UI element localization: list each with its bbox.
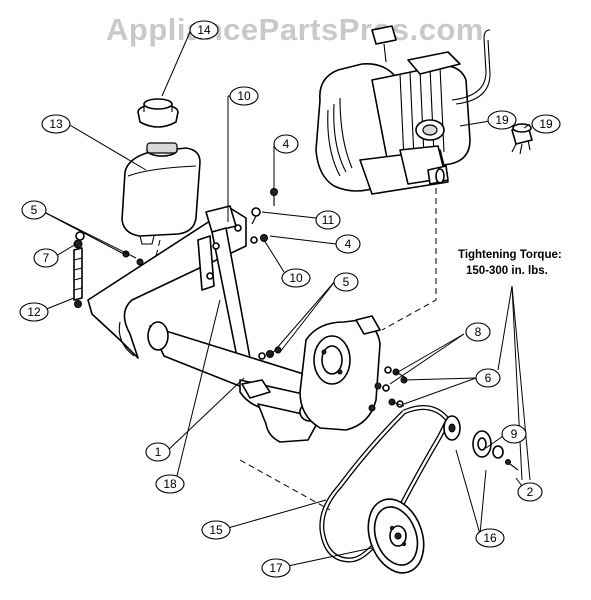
svg-text:12: 12: [27, 305, 41, 319]
callout-18: 18: [155, 474, 185, 494]
svg-text:4: 4: [283, 137, 290, 151]
torque-note: Tightening Torque: 150-300 in. lbs.: [458, 249, 562, 277]
callout-4-upper: 4: [273, 134, 299, 154]
callout-8: 8: [465, 322, 491, 342]
callout-19-engine: 19: [487, 110, 517, 130]
pulley-mount-plate: [299, 315, 381, 431]
svg-text:2: 2: [527, 485, 534, 499]
svg-text:4: 4: [345, 237, 352, 251]
leader-lines: [39, 31, 531, 567]
svg-text:5: 5: [31, 203, 38, 217]
callout-5-left: 5: [21, 200, 47, 220]
fuel-tank: [121, 142, 201, 245]
svg-text:13: 13: [49, 117, 63, 131]
hardware-bolts: [73, 188, 408, 412]
callout-16: 16: [475, 528, 505, 548]
support-rod: [73, 247, 83, 308]
callout-1: 1: [145, 442, 171, 462]
svg-text:10: 10: [237, 89, 251, 103]
torque-note-line2: 150-300 in. lbs.: [466, 265, 548, 277]
watermark-text: AppliancePartsPros.com: [106, 12, 484, 47]
svg-text:5: 5: [343, 275, 350, 289]
callout-12: 12: [19, 302, 49, 322]
svg-text:10: 10: [289, 271, 303, 285]
drive-belt: [319, 405, 451, 563]
svg-text:1: 1: [155, 445, 162, 459]
svg-text:14: 14: [197, 23, 211, 37]
driven-pulley: [367, 498, 425, 574]
svg-text:18: 18: [163, 477, 177, 491]
callout-14: 14: [189, 20, 219, 40]
svg-text:11: 11: [322, 213, 335, 227]
callout-6: 6: [475, 368, 501, 388]
primer-bulb: [511, 123, 533, 155]
engine: [315, 25, 491, 195]
svg-text:15: 15: [209, 523, 223, 537]
callout-7: 7: [33, 248, 59, 268]
fuel-cap: [137, 98, 179, 128]
svg-text:16: 16: [483, 531, 497, 545]
callout-4-lower: 4: [335, 234, 361, 254]
svg-text:19: 19: [539, 117, 553, 131]
callout-17: 17: [261, 558, 291, 578]
svg-text:7: 7: [43, 251, 50, 265]
callout-10-upper: 10: [229, 86, 259, 106]
callout-2: 2: [517, 482, 543, 502]
callout-11: 11: [315, 210, 341, 230]
callout-5-right: 5: [333, 272, 359, 292]
torque-note-line1: Tightening Torque:: [458, 249, 562, 261]
svg-text:9: 9: [511, 427, 518, 441]
alignment-line-engine: [381, 188, 437, 331]
svg-text:19: 19: [495, 113, 509, 127]
svg-text:8: 8: [475, 325, 482, 339]
drive-pulley-halves: [443, 415, 519, 471]
callout-15: 15: [201, 520, 231, 540]
support-frame: [87, 205, 251, 363]
svg-text:6: 6: [485, 371, 492, 385]
callout-19-primer: 19: [531, 114, 561, 134]
alignment-line-belt: [239, 459, 331, 511]
svg-text:17: 17: [269, 561, 283, 575]
callout-9: 9: [501, 424, 527, 444]
callout-13: 13: [41, 114, 71, 134]
callout-10-lower: 10: [281, 268, 311, 288]
